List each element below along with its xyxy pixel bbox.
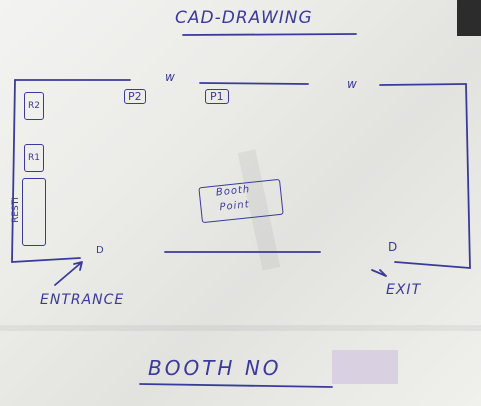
footer-underline <box>139 383 333 388</box>
background-corner <box>457 0 481 36</box>
bottom-wall-right <box>394 261 471 269</box>
title-underline <box>182 33 357 36</box>
top-wall-middle <box>199 82 309 85</box>
entrance-arrow <box>54 261 83 286</box>
room-r1: R1 <box>24 144 44 172</box>
window-label: w <box>347 77 358 91</box>
restroom-box: RESTI <box>11 178 46 246</box>
window-label: w <box>165 70 176 84</box>
restroom-label: RESTI <box>10 197 21 223</box>
redacted-booth-number <box>332 350 398 384</box>
booth-point-line2: Point <box>219 199 251 214</box>
exit-label: EXIT <box>386 282 422 298</box>
left-wall <box>11 79 16 263</box>
booth-no-label: BOOTH NO <box>148 356 282 380</box>
top-wall-right <box>379 83 467 86</box>
p1-box: P1 <box>205 89 229 104</box>
entrance-label: ENTRANCE <box>40 292 125 308</box>
door-label: D <box>96 245 104 256</box>
room-r2: R2 <box>24 92 44 120</box>
p2-box: P2 <box>124 89 146 104</box>
right-wall <box>465 83 471 269</box>
bottom-wall-left <box>11 257 81 263</box>
booth-point-line1: Booth <box>215 184 251 199</box>
exit-arrow <box>371 269 387 277</box>
door-label: D <box>388 240 398 254</box>
paper-fold <box>0 325 481 331</box>
page-title: CAD-DRAWING <box>175 8 313 28</box>
